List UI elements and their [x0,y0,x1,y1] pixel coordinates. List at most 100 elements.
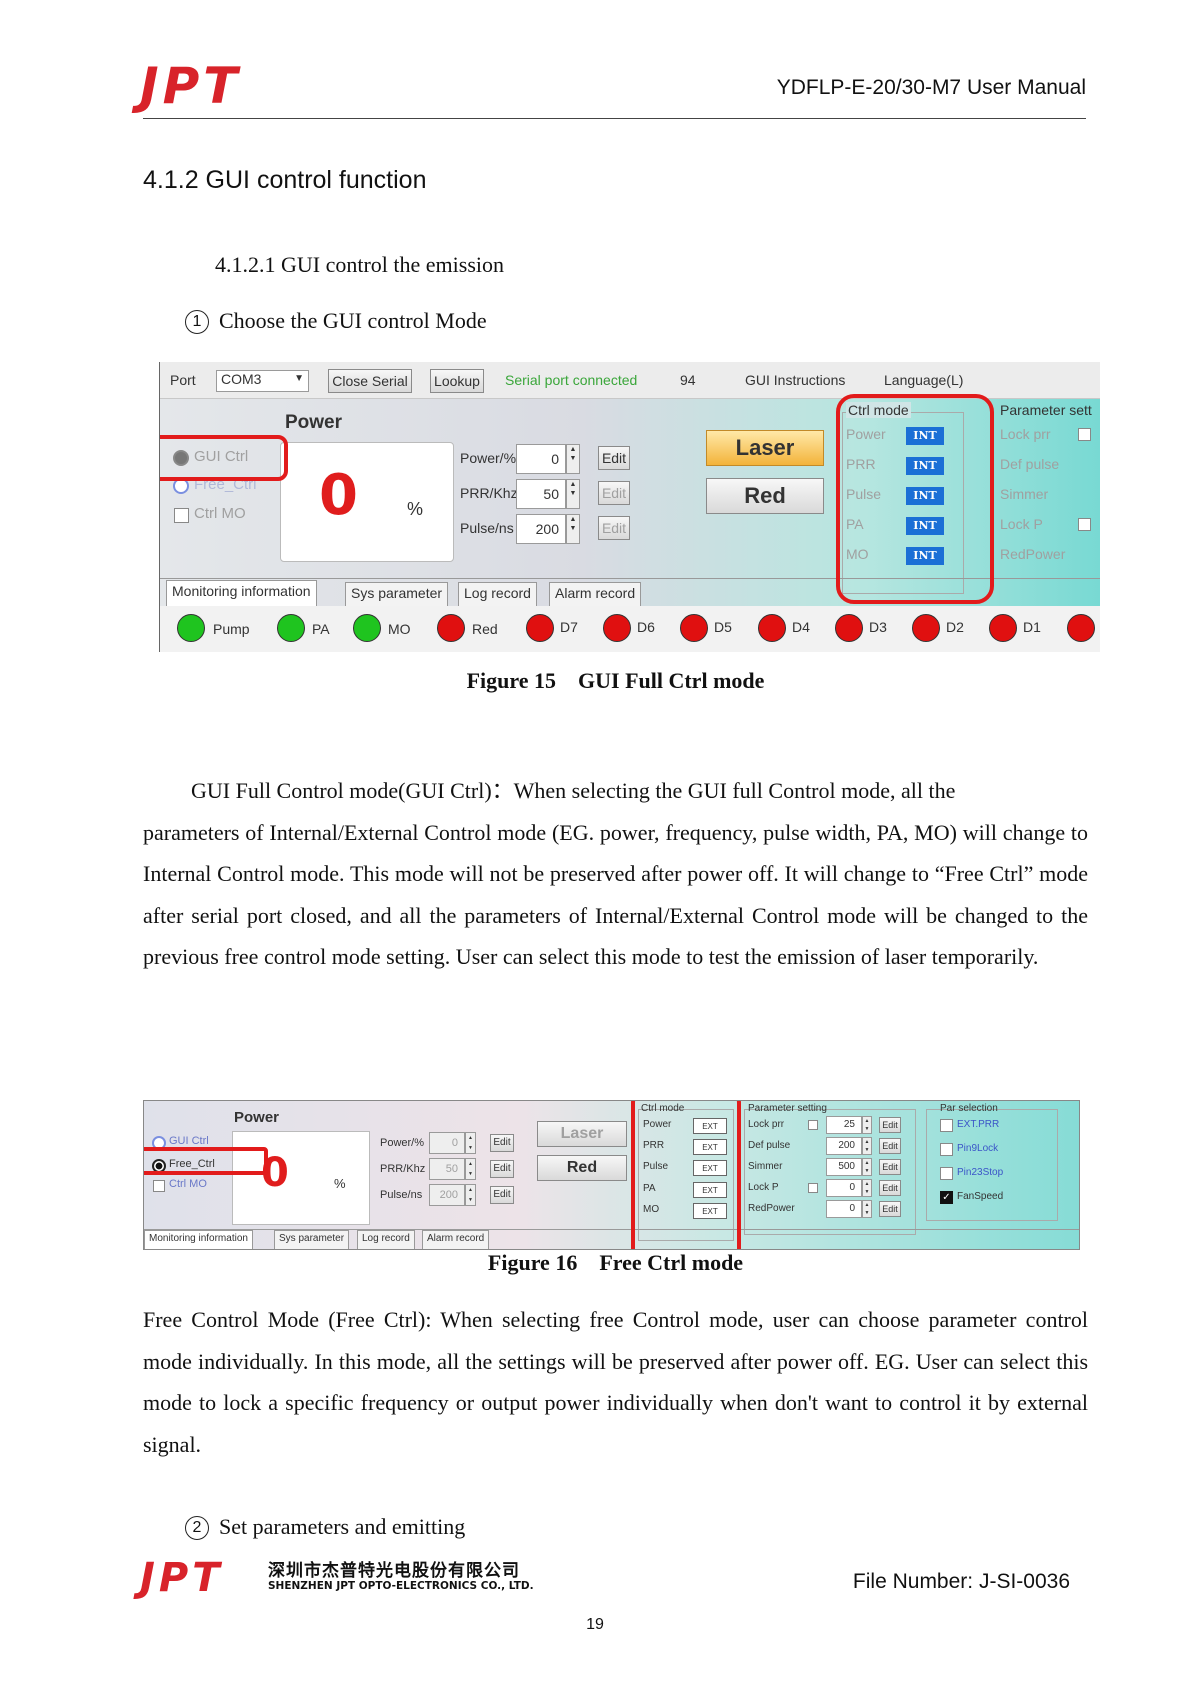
fig15-language-menu[interactable]: Language(L) [884,372,964,388]
footer-file-number: File Number: J-SI-0036 [852,1570,1070,1593]
fig15-ctrl-prr-label: PRR [846,456,876,472]
fig16-param-power-spinner[interactable]: ▲▼ [465,1132,476,1154]
fig16-simmer-spinner[interactable]: ▲▼ [862,1158,872,1176]
fig15-top-bar [160,362,1100,399]
fig16-lock-p-label: Lock P [748,1182,779,1193]
fig15-param-power-label: Power/% [460,450,517,466]
figure16-caption: Figure 16 Free Ctrl mode [487,1250,744,1275]
fig15-ctrl-mode-title: Ctrl mode [846,402,911,418]
fig16-redpower-edit[interactable]: Edit [879,1201,901,1217]
fig15-tab-alarm-record[interactable]: Alarm record [549,582,642,606]
fig15-led-mo [353,614,381,642]
fig16-param-prr-input[interactable]: 50 [429,1158,465,1180]
fig15-ctrl-mo-label: Ctrl MO [194,505,246,522]
fig16-red-button[interactable]: Red [537,1155,627,1181]
manual-title: YDFLP-E-20/30-M7 User Manual [776,76,1086,99]
fig16-lock-prr-spinner[interactable]: ▲▼ [862,1116,872,1134]
fig15-tab-monitoring[interactable]: Monitoring information [166,580,317,606]
fig16-ctrl-pulse-toggle[interactable]: EXT [693,1160,727,1176]
fig15-lock-p-checkbox[interactable] [1078,518,1091,531]
fig15-ctrl-mo-checkbox[interactable] [174,508,189,523]
fig15-param-power-spinner[interactable]: ▲▼ [566,444,580,474]
fig15-param-pulse-spinner[interactable]: ▲▼ [566,514,580,544]
fig16-tab-bar [144,1229,1079,1230]
fig16-ext-prr-checkbox[interactable] [940,1119,953,1132]
fig16-lock-p-edit[interactable]: Edit [879,1180,901,1196]
fig16-param-power-input[interactable]: 0 [429,1132,465,1154]
fig15-led-d7 [526,614,554,642]
fig15-param-power-edit[interactable]: Edit [598,446,630,470]
fig15-param-pulse-edit[interactable]: Edit [598,516,630,540]
fig16-param-power-edit[interactable]: Edit [490,1134,514,1152]
fig15-param-power-input[interactable]: 0 [516,444,566,474]
section-title: 4.1.2 GUI control function [143,166,427,194]
fig16-ctrl-mo-checkbox[interactable] [153,1180,165,1192]
fig16-gui-ctrl-label: GUI Ctrl [169,1135,209,1147]
fig15-gui-ctrl-radio[interactable] [173,450,189,466]
fig15-ctrl-pulse-toggle[interactable]: INT [906,487,944,505]
fig16-simmer-input[interactable]: 500 [826,1158,862,1176]
fig16-param-pulse-edit[interactable]: Edit [490,1186,514,1204]
fig16-lock-prr-checkbox[interactable] [808,1120,818,1130]
fig15-status-text: Serial port connected [505,372,638,388]
fig15-ctrl-mo-toggle[interactable]: INT [906,547,944,565]
fig16-def-pulse-spinner[interactable]: ▲▼ [862,1137,872,1155]
fig15-ctrl-pulse-label: Pulse [846,486,882,502]
fig15-laser-button[interactable]: Laser [706,430,824,466]
fig15-param-prr-input[interactable]: 50 [516,479,566,509]
fig16-pin9lock-checkbox[interactable] [940,1143,953,1156]
fig15-led-d2 [912,614,940,642]
fig16-tab-alarm-record[interactable]: Alarm record [422,1230,490,1249]
fig15-lock-prr-checkbox[interactable] [1078,428,1091,441]
fig16-tab-log-record[interactable]: Log record [357,1230,415,1249]
fig16-redpower-spinner[interactable]: ▲▼ [862,1200,872,1218]
fig16-fanspeed-checkbox[interactable]: ✓ [940,1191,953,1204]
fig15-count: 94 [680,372,696,388]
fig16-tab-sys-parameter[interactable]: Sys parameter [274,1230,350,1249]
fig16-lock-p-input[interactable]: 0 [826,1179,862,1197]
fig16-param-pulse-spinner[interactable]: ▲▼ [465,1184,476,1206]
fig16-param-prr-edit[interactable]: Edit [490,1160,514,1178]
fig16-free-ctrl-label: Free_Ctrl [169,1158,215,1170]
fig15-ctrl-power-toggle[interactable]: INT [906,427,944,445]
fig16-param-pulse-input[interactable]: 200 [429,1184,465,1206]
fig15-tab-sys-parameter[interactable]: Sys parameter [345,582,449,606]
fig15-led-d2-label: D2 [946,619,964,635]
fig15-param-prr-spinner[interactable]: ▲▼ [566,479,580,509]
fig16-ctrl-prr-toggle[interactable]: EXT [693,1139,727,1155]
fig16-ctrl-pa-toggle[interactable]: EXT [693,1182,727,1198]
fig16-redpower-input[interactable]: 0 [826,1200,862,1218]
fig16-param-prr-spinner[interactable]: ▲▼ [465,1158,476,1180]
fig15-ctrl-pa-toggle[interactable]: INT [906,517,944,535]
fig16-param-setting-group [744,1109,916,1235]
fig15-close-serial-button[interactable]: Close Serial [328,369,412,393]
fig15-led-pa-label: PA [312,621,330,637]
fig15-led-pa [277,614,305,642]
subsection-title: 4.1.2.1 GUI control the emission [215,252,505,277]
fig16-ctrl-mo-toggle[interactable]: EXT [693,1203,727,1219]
fig16-laser-button[interactable]: Laser [537,1121,627,1147]
paragraph-free-ctrl: Free Control Mode (Free Ctrl): When sele… [143,1307,1088,1457]
fig15-param-pulse-input[interactable]: 200 [516,514,566,544]
fig16-def-pulse-edit[interactable]: Edit [879,1138,901,1154]
fig16-pin23stop-checkbox[interactable] [940,1167,953,1180]
fig16-tab-monitoring[interactable]: Monitoring information [144,1230,253,1249]
fig16-param-setting-title: Parameter setting [748,1103,827,1114]
fig15-lookup-button[interactable]: Lookup [430,369,484,393]
fig16-ctrl-power-toggle[interactable]: EXT [693,1118,727,1134]
fig15-tab-log-record[interactable]: Log record [458,582,537,606]
fig15-led-d5-label: D5 [714,619,732,635]
fig15-port-select[interactable]: COM3 ▼ [216,370,309,392]
fig16-ctrl-pa-label: PA [643,1183,656,1194]
fig15-led-d3-label: D3 [869,619,887,635]
fig15-ctrl-prr-toggle[interactable]: INT [906,457,944,475]
fig15-instructions-menu[interactable]: GUI Instructions [745,372,846,388]
fig16-simmer-edit[interactable]: Edit [879,1159,901,1175]
fig16-lock-p-spinner[interactable]: ▲▼ [862,1179,872,1197]
fig15-param-prr-edit[interactable]: Edit [598,481,630,505]
fig16-lock-prr-edit[interactable]: Edit [879,1117,901,1133]
fig15-red-button[interactable]: Red [706,478,824,514]
fig16-lock-prr-input[interactable]: 25 [826,1116,862,1134]
fig16-lock-p-checkbox[interactable] [808,1183,818,1193]
fig16-def-pulse-input[interactable]: 200 [826,1137,862,1155]
